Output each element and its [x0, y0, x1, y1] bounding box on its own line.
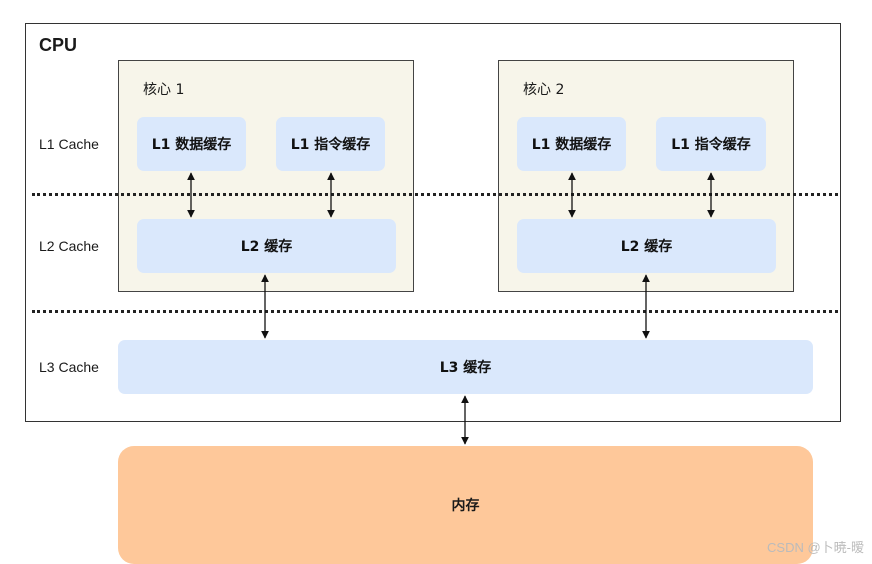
core-2-l1-instruction-cache: L1 指令缓存: [656, 117, 766, 171]
core-2-l2-cache: L2 缓存: [517, 219, 776, 273]
l3-cache: L3 缓存: [118, 340, 813, 394]
l2-l3-separator: [32, 310, 838, 313]
l2-cache-label: L2 Cache: [39, 238, 99, 254]
memory-box: 内存: [118, 446, 813, 564]
core-1-title: 核心 1: [143, 82, 185, 98]
l3-cache-label: L3 Cache: [39, 359, 99, 375]
watermark-text: CSDN @卜暁-暧: [767, 540, 864, 555]
core-1-l2-cache: L2 缓存: [137, 219, 396, 273]
l1-l2-separator: [32, 193, 838, 196]
core-2-l1-data-cache: L1 数据缓存: [517, 117, 626, 171]
l1-cache-label: L1 Cache: [39, 136, 99, 152]
core-2-title: 核心 2: [523, 82, 565, 98]
core-1-l1-instruction-cache: L1 指令缓存: [276, 117, 385, 171]
core-1-l1-data-cache: L1 数据缓存: [137, 117, 246, 171]
cpu-title: CPU: [39, 35, 78, 55]
